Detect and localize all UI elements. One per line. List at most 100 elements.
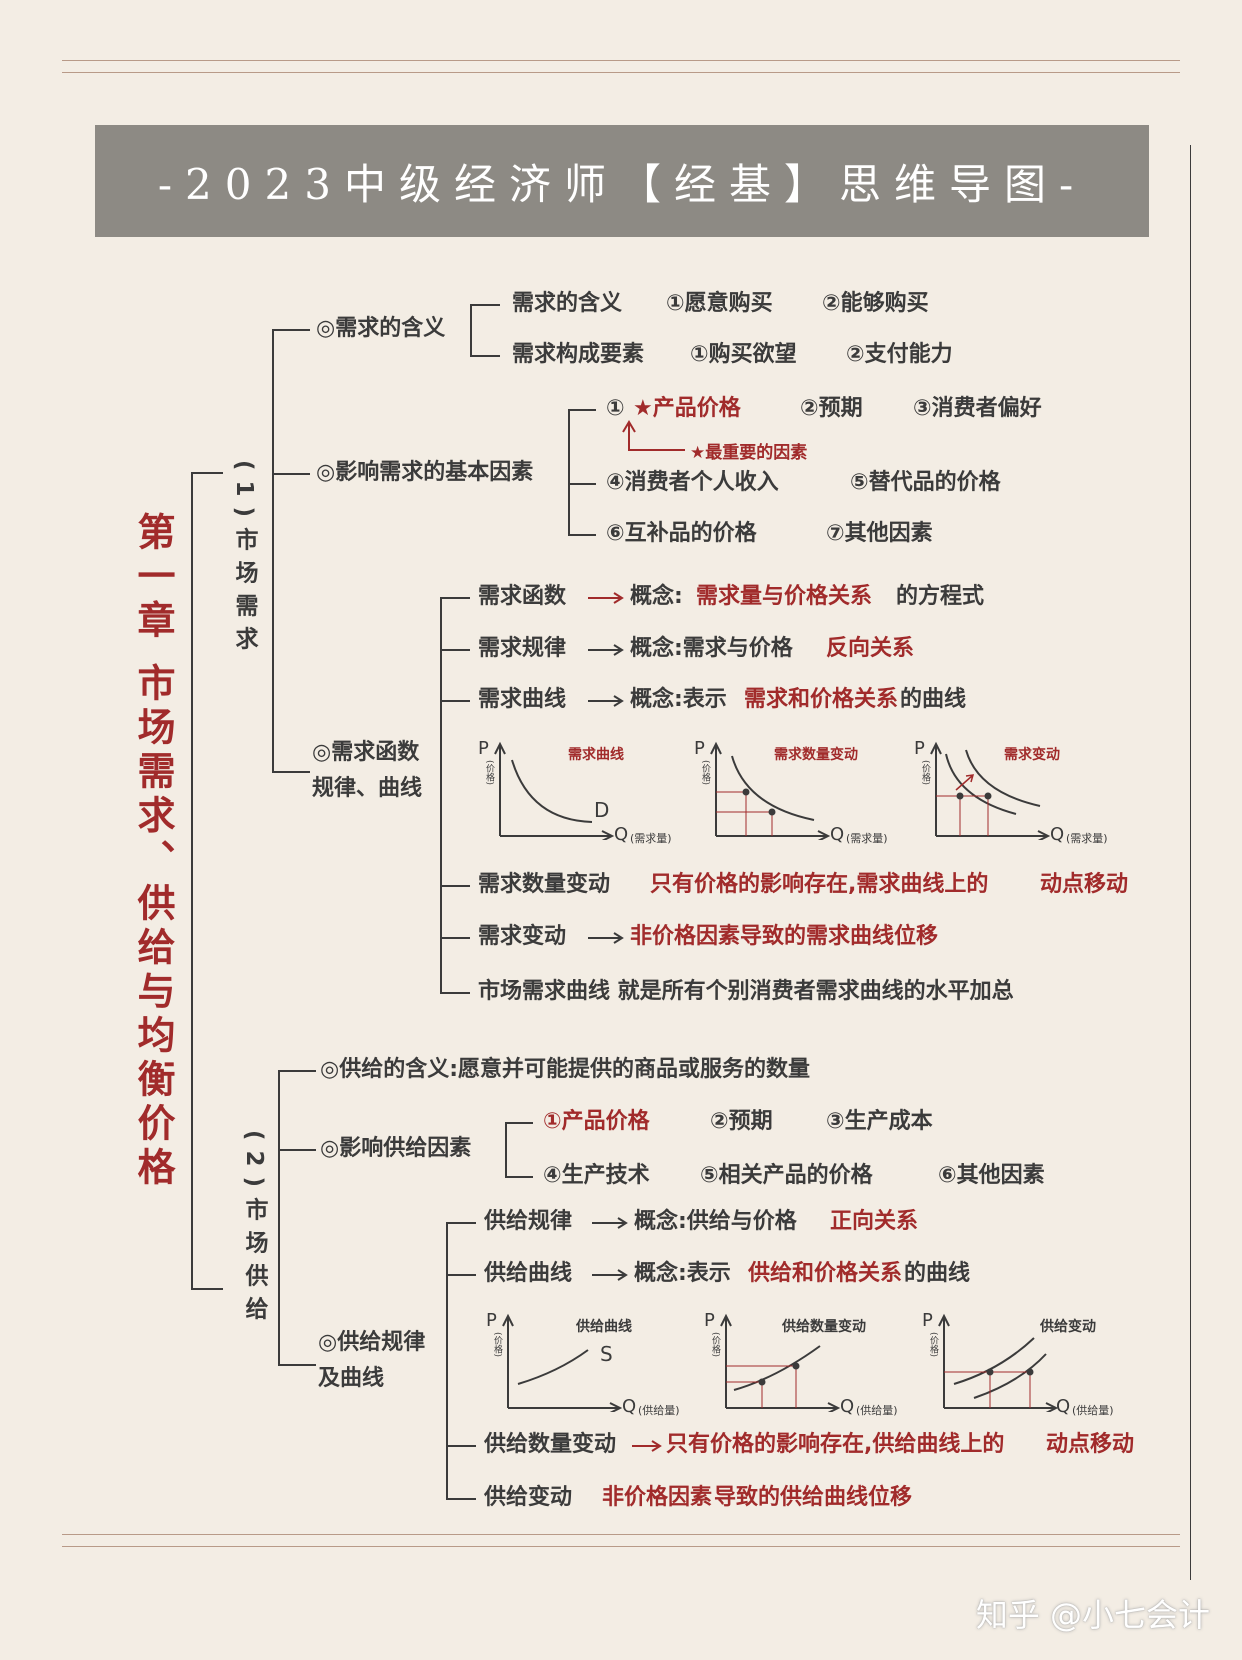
s2-punit: (价格)	[710, 1332, 720, 1358]
demand-function-name: 需求函数	[478, 584, 567, 609]
demand-def-2: ②能够购买	[822, 291, 929, 316]
g2-p: P	[694, 738, 705, 759]
demand-curve-name: 需求曲线	[478, 687, 567, 712]
demand-change-name: 需求变动	[478, 924, 567, 949]
s3-p: P	[922, 1310, 933, 1331]
demand-factor-1: ★产品价格	[633, 396, 741, 421]
demand-change-graph	[930, 741, 1051, 840]
supply-factor-3: ③生产成本	[826, 1109, 933, 1134]
demand-curve-pre: 概念:表示	[630, 687, 727, 712]
s3-punit: (价格)	[928, 1332, 938, 1358]
chapter-title: 第一章 市场需求、供给与均衡价格	[131, 512, 175, 1192]
supply-qty-change-def: 只有价格的影响存在,供给曲线上的	[666, 1432, 1005, 1457]
s2-p: P	[704, 1310, 715, 1331]
g2-q: Q	[830, 824, 845, 845]
g3-q: Q	[1050, 824, 1065, 845]
demand-factor-5: ⑤替代品的价格	[850, 470, 1001, 495]
top-rule-1	[62, 60, 1180, 61]
supply-curve-name: 供给曲线	[484, 1261, 573, 1286]
demand-function-pre: 概念:	[630, 584, 683, 609]
right-border	[1190, 145, 1191, 1580]
demand-def-1: ①愿意购买	[666, 291, 773, 316]
supply-factor-5: ⑤相关产品的价格	[700, 1163, 873, 1188]
demand-curve-graph	[494, 741, 615, 840]
watermark: 知乎 @小七会计	[975, 1596, 1210, 1634]
supply-change-graph	[938, 1313, 1059, 1412]
demand-function-def: 需求量与价格关系	[696, 584, 873, 609]
s1-q: Q	[622, 1396, 637, 1417]
supply-qty-change-name: 供给数量变动	[484, 1432, 617, 1457]
s3-title: 供给变动	[1040, 1319, 1096, 1335]
demand-law-name: 需求规律	[478, 636, 567, 661]
g2-qunit: (需求量)	[846, 832, 888, 845]
arrow-right-icon	[588, 592, 624, 604]
supply-change-def-1: 非价格因素	[602, 1485, 713, 1510]
bottom-rule-2	[62, 1546, 1180, 1547]
supply-law-name: 供给规律	[484, 1209, 573, 1234]
g3-title: 需求变动	[1004, 747, 1060, 763]
demand-qty-change-name: 需求数量变动	[478, 872, 611, 897]
arrow-right-icon	[588, 695, 624, 707]
section-demand: (1)市场需求	[231, 460, 257, 660]
top-rule-2	[62, 72, 1180, 73]
demand-qty-change-def: 只有价格的影响存在,需求曲线上的	[650, 872, 989, 897]
supply-curve-def: 供给和价格关系	[748, 1261, 903, 1286]
demand-curve-def: 需求和价格关系	[744, 687, 899, 712]
demand-def-label: 需求的含义	[512, 291, 623, 316]
s3-qunit: (供给量)	[1072, 1404, 1114, 1417]
g1-title: 需求曲线	[568, 747, 624, 763]
demand-law-pre: 概念:需求与价格	[630, 636, 793, 661]
demand-factor-note: ★最重要的因素	[690, 443, 808, 463]
demand-elem-label: 需求构成要素	[512, 342, 645, 367]
g1-q: Q	[614, 824, 629, 845]
g3-punit: (价格)	[920, 760, 930, 786]
arrow-right-icon	[632, 1440, 662, 1452]
arrow-right-icon	[588, 644, 624, 656]
g1-curve-label: D	[594, 798, 610, 822]
supply-law-label-1: ◎供给规律	[318, 1330, 426, 1355]
supply-curve-post: 的曲线	[904, 1261, 971, 1286]
g1-qunit: (需求量)	[630, 832, 672, 845]
supply-qty-change-graph	[720, 1313, 841, 1412]
g2-title: 需求数量变动	[774, 747, 858, 763]
s2-q: Q	[840, 1396, 855, 1417]
demand-factor-1-num: ①	[606, 396, 625, 421]
page-title: -2023中级经济师【经基】思维导图-	[157, 159, 1087, 209]
supply-factor-1: ①产品价格	[543, 1109, 650, 1134]
supply-curve-line	[517, 1349, 589, 1385]
demand-factor-4: ④消费者个人收入	[606, 470, 779, 495]
g1-punit: (价格)	[484, 760, 494, 786]
supply-curve-pre: 概念:表示	[634, 1261, 731, 1286]
demand-curve-post: 的曲线	[900, 687, 967, 712]
supply-change-name: 供给变动	[484, 1485, 573, 1510]
s3-q: Q	[1056, 1396, 1071, 1417]
g1-p: P	[478, 738, 489, 759]
arrow-right-icon	[588, 932, 624, 944]
demand-qty-change-graph	[710, 741, 831, 840]
demand-law-def: 反向关系	[826, 636, 915, 661]
supply-law-def: 正向关系	[830, 1209, 919, 1234]
note-arrow-icon	[622, 420, 685, 451]
demand-change-def-2: 导致的需求曲线位移	[740, 924, 939, 949]
demand-function-label-2: 规律、曲线	[312, 776, 423, 801]
s1-p: P	[486, 1310, 497, 1331]
demand-elem-1: ①购买欲望	[690, 342, 797, 367]
g3-qunit: (需求量)	[1066, 832, 1108, 845]
demand-factor-2: ②预期	[800, 396, 863, 421]
supply-qty-change-def-2: 动点移动	[1046, 1432, 1135, 1457]
s2-qunit: (供给量)	[856, 1404, 898, 1417]
g2-punit: (价格)	[700, 760, 710, 786]
demand-change-def-1: 非价格因素	[630, 924, 741, 949]
supply-factor-4: ④生产技术	[543, 1163, 650, 1188]
demand-qty-change-def-2: 动点移动	[1040, 872, 1129, 897]
supply-law-pre: 概念:供给与价格	[634, 1209, 797, 1234]
arrow-right-icon	[592, 1269, 628, 1281]
s1-qunit: (供给量)	[638, 1404, 680, 1417]
s1-curve-label: S	[600, 1342, 613, 1366]
bottom-rule-1	[62, 1534, 1180, 1535]
demand-function-post: 的方程式	[896, 584, 985, 609]
demand-elem-2: ②支付能力	[846, 342, 953, 367]
demand-function-label-1: ◎需求函数	[312, 740, 420, 765]
s1-punit: (价格)	[492, 1332, 502, 1358]
supply-factor-6: ⑥其他因素	[938, 1163, 1045, 1188]
